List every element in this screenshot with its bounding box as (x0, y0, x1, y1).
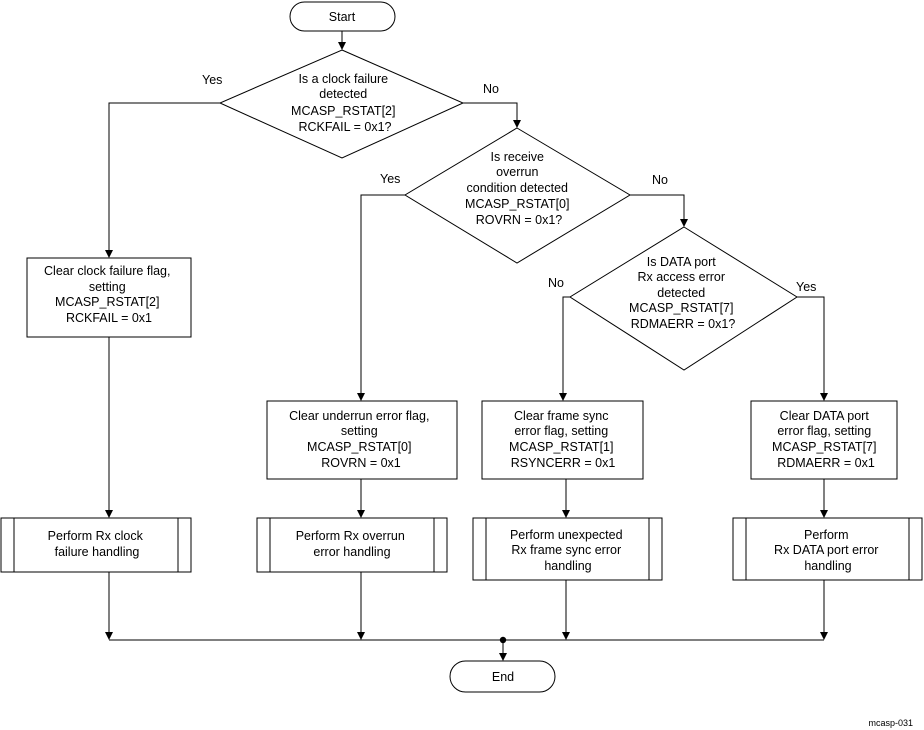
arrowhead (559, 393, 567, 401)
start-label: Start (329, 10, 356, 24)
clock-yes-label: Yes (202, 73, 222, 87)
arrowhead (105, 510, 113, 518)
edge-data-port-yes (797, 296, 825, 394)
arrowhead (513, 120, 521, 128)
process-clear-frame-sync-flag: Clear frame sync error flag, setting MCA… (481, 400, 644, 480)
arrowhead (562, 632, 570, 640)
handler-rx-frame-sync-text: Perform unexpected Rx frame sync error h… (510, 528, 626, 573)
edge-overrun-no (630, 194, 685, 220)
process-clear-data-port-flag-text: Clear DATA port error flag, setting MCAS… (772, 409, 880, 470)
decision-clock-failure-text: Is a clock failure detected MCASP_RSTAT[… (291, 72, 399, 134)
arrowhead (105, 632, 113, 640)
process-clear-frame-sync-flag-text: Clear frame sync error flag, setting MCA… (509, 409, 617, 470)
overrun-no-label: No (652, 173, 668, 187)
start-terminal: Start (289, 1, 396, 32)
decision-overrun: Is receive overrun condition detected MC… (404, 127, 631, 264)
arrowhead (820, 510, 828, 518)
edge-clock-yes (108, 102, 220, 251)
arrowhead (357, 632, 365, 640)
handler-rx-frame-sync: Perform unexpected Rx frame sync error h… (472, 517, 663, 581)
edge-overrun-yes (360, 194, 405, 394)
decision-data-port-text: Is DATA port Rx access error detected MC… (629, 255, 737, 331)
handler-rx-data-port: Perform Rx DATA port error handling (732, 517, 923, 581)
end-label: End (492, 670, 514, 684)
arrowhead (105, 250, 113, 258)
process-clear-underrun-flag-text: Clear underrun error flag, setting MCASP… (289, 409, 433, 470)
arrowhead (357, 510, 365, 518)
data-port-yes-label: Yes (796, 280, 816, 294)
process-clear-data-port-flag: Clear DATA port error flag, setting MCAS… (750, 400, 898, 480)
overrun-yes-label: Yes (380, 172, 400, 186)
process-clear-underrun-flag: Clear underrun error flag, setting MCASP… (266, 400, 458, 480)
handler-rx-clock-failure-text: Perform Rx clock failure handling (48, 529, 147, 559)
process-clear-clock-flag: Clear clock failure flag, setting MCASP_… (26, 257, 192, 338)
arrowhead (820, 632, 828, 640)
clock-no-label: No (483, 82, 499, 96)
end-terminal: End (449, 660, 556, 693)
process-clear-clock-flag-text: Clear clock failure flag, setting MCASP_… (44, 264, 174, 325)
handler-rx-clock-failure: Perform Rx clock failure handling (0, 517, 192, 573)
edge-clock-no (463, 102, 518, 121)
arrowhead (820, 393, 828, 401)
arrowhead (357, 393, 365, 401)
arrowhead (499, 653, 507, 661)
decision-overrun-text: Is receive overrun condition detected MC… (465, 150, 573, 227)
decision-data-port: Is DATA port Rx access error detected MC… (569, 226, 798, 371)
data-port-no-label: No (548, 276, 564, 290)
handler-rx-overrun-text: Perform Rx overrun error handling (296, 529, 409, 559)
arrowhead (562, 510, 570, 518)
figure-id: mcasp-031 (868, 718, 913, 728)
handler-rx-overrun: Perform Rx overrun error handling (256, 517, 448, 573)
handler-rx-data-port-text: Perform Rx DATA port error handling (774, 528, 882, 573)
arrowhead (680, 219, 688, 227)
edge-data-port-no (562, 296, 570, 394)
arrowhead (338, 42, 346, 50)
connectors (105, 31, 828, 661)
decision-clock-failure: Is a clock failure detected MCASP_RSTAT[… (218, 49, 465, 159)
